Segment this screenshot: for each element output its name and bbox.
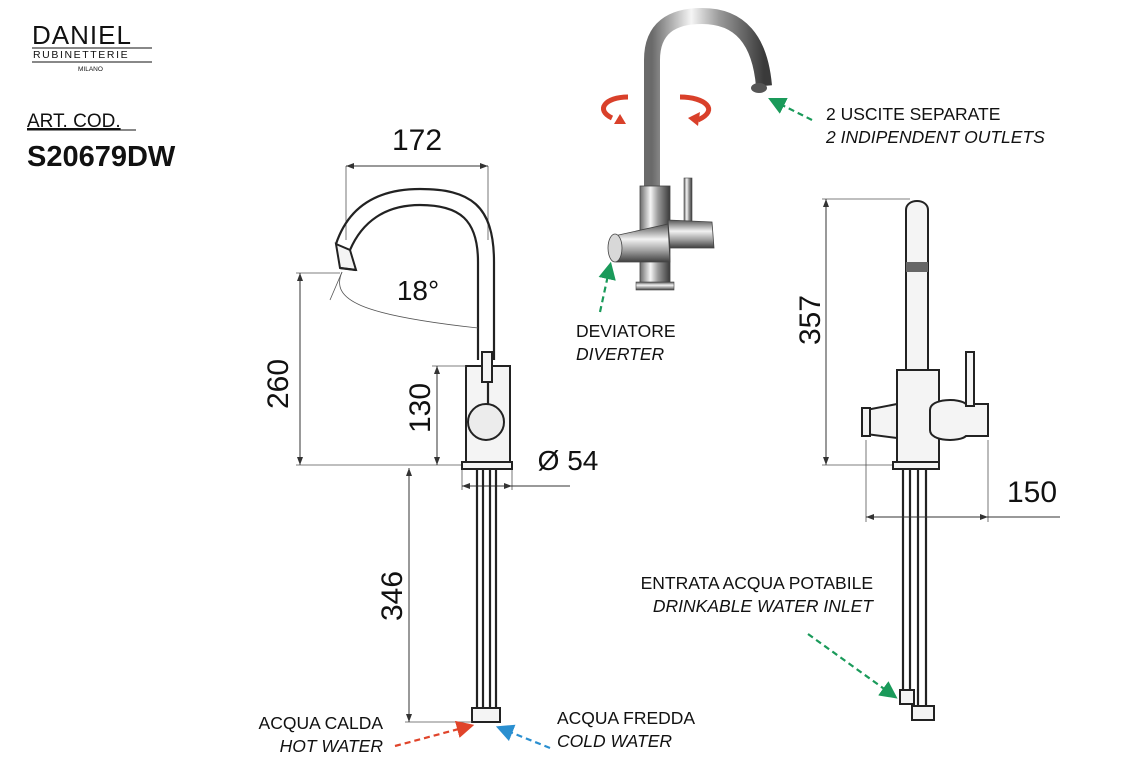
dim-angle: 18° <box>397 275 439 306</box>
cold-arrow <box>495 724 551 750</box>
drinkable-arrow <box>807 633 898 699</box>
rotate-left-icon <box>601 94 629 121</box>
dim-side-depth: 150 <box>1007 476 1057 509</box>
outlets-arrow <box>768 98 813 121</box>
product-render <box>598 7 813 313</box>
brand-city: MILANO <box>78 66 103 73</box>
dim-height-spout: 260 <box>262 359 295 409</box>
hot-label-en: HOT WATER <box>280 736 384 756</box>
front-view: 172 18° 260 130 Ø 54 <box>262 124 599 750</box>
dim-shank: 346 <box>376 571 409 621</box>
diverter-label-en: DIVERTER <box>576 344 665 364</box>
dim-reach: 172 <box>392 124 442 157</box>
drinkable-label-it: ENTRATA ACQUA POTABILE <box>641 573 873 593</box>
diverter-arrow <box>598 261 616 313</box>
outlets-label-it: 2 USCITE SEPARATE <box>826 104 1000 124</box>
hot-arrow <box>394 720 475 748</box>
brand-sub: RUBINETTERIE <box>33 49 129 61</box>
dim-side-height: 357 <box>794 295 827 345</box>
drinkable-label-en: DRINKABLE WATER INLET <box>653 596 874 616</box>
article-label: ART. COD. <box>27 111 121 132</box>
dim-height-body: 130 <box>404 383 437 433</box>
hot-label-it: ACQUA CALDA <box>259 713 384 733</box>
cold-label-en: COLD WATER <box>557 731 672 751</box>
cold-label-it: ACQUA FREDDA <box>557 708 695 728</box>
dim-diameter: Ø 54 <box>538 445 599 476</box>
rotate-right-icon <box>679 94 712 123</box>
article-code: S20679DW <box>27 141 176 173</box>
diverter-label-it: DEVIATORE <box>576 321 676 341</box>
side-view: 357 150 <box>794 198 1060 721</box>
brand-logo: DANIEL RUBINETTERIE MILANO <box>32 20 152 73</box>
brand-name: DANIEL <box>32 20 132 50</box>
outlets-label-en: 2 INDIPENDENT OUTLETS <box>825 127 1045 147</box>
